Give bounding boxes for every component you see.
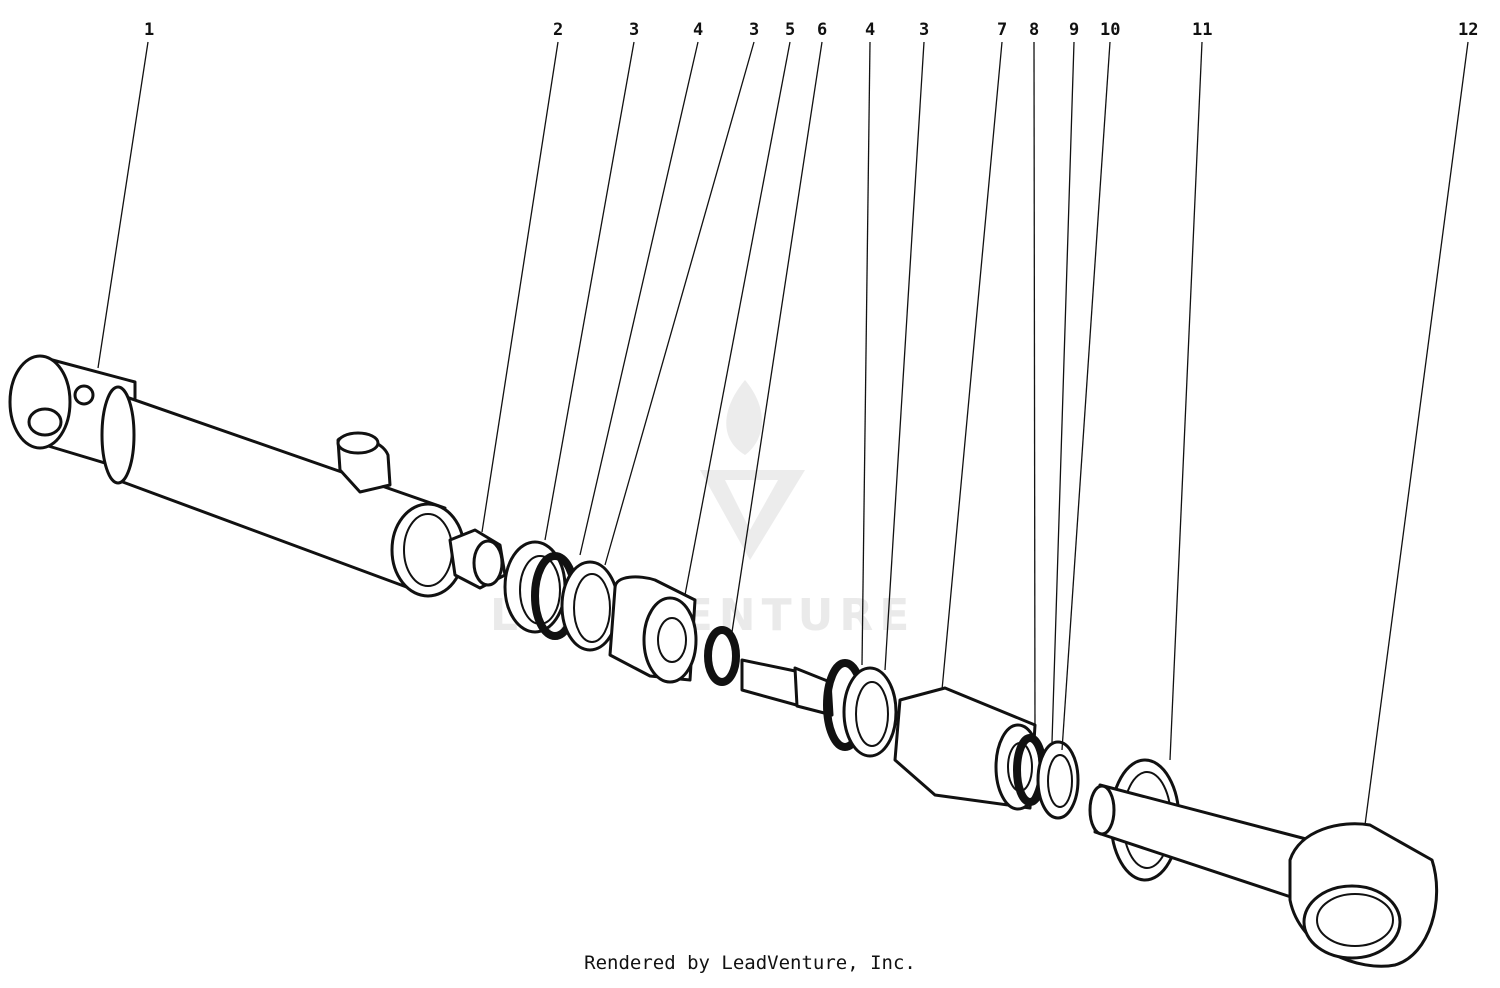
leader-6 [731,41,823,633]
leader-5 [684,41,791,596]
leader-11 [1169,41,1203,761]
part-2-nut [448,528,507,590]
callout-2: 2 [553,20,563,40]
callout-4a: 4 [693,20,703,40]
credit-text: Rendered by LeadVenture, Inc. [584,952,916,974]
callout-3c: 3 [919,20,929,40]
piston-rod-thread [740,658,834,717]
leader-12 [1364,41,1469,826]
callout-3a: 3 [629,20,639,40]
leader-7 [941,41,1003,691]
callout-1: 1 [144,20,154,40]
part-3-ring-b [560,560,620,652]
leader-3a [544,41,635,541]
leader-lines [97,41,1469,826]
callout-3b: 3 [749,20,759,40]
callout-11: 11 [1192,20,1212,40]
part-1-cylinder-barrel [8,354,466,598]
part-9-ring [1036,740,1080,820]
leader-10 [1061,41,1111,751]
callout-10: 10 [1100,20,1120,40]
callout-7: 7 [997,20,1007,40]
callout-6: 6 [817,20,827,40]
callout-5: 5 [785,20,795,40]
callout-8: 8 [1029,20,1039,40]
leader-9 [1051,41,1075,743]
part-6-oring [704,626,740,686]
callout-labels: 1 2 3 4 3 5 6 4 3 7 8 9 10 11 12 [144,20,1478,40]
leader-3c [884,41,925,671]
leader-4b [861,41,871,666]
leader-8 [1033,41,1036,741]
part-3-ring-c [842,666,898,758]
leader-1 [97,41,149,369]
leader-4a [579,41,699,556]
part-10-rod [1088,783,1312,902]
part-5-gland [608,575,698,684]
leader-2 [481,41,559,533]
callout-9: 9 [1069,20,1079,40]
callout-4b: 4 [865,20,875,40]
callout-12: 12 [1458,20,1478,40]
leader-3b [604,41,755,566]
part-12-rod-eye [1288,822,1439,968]
